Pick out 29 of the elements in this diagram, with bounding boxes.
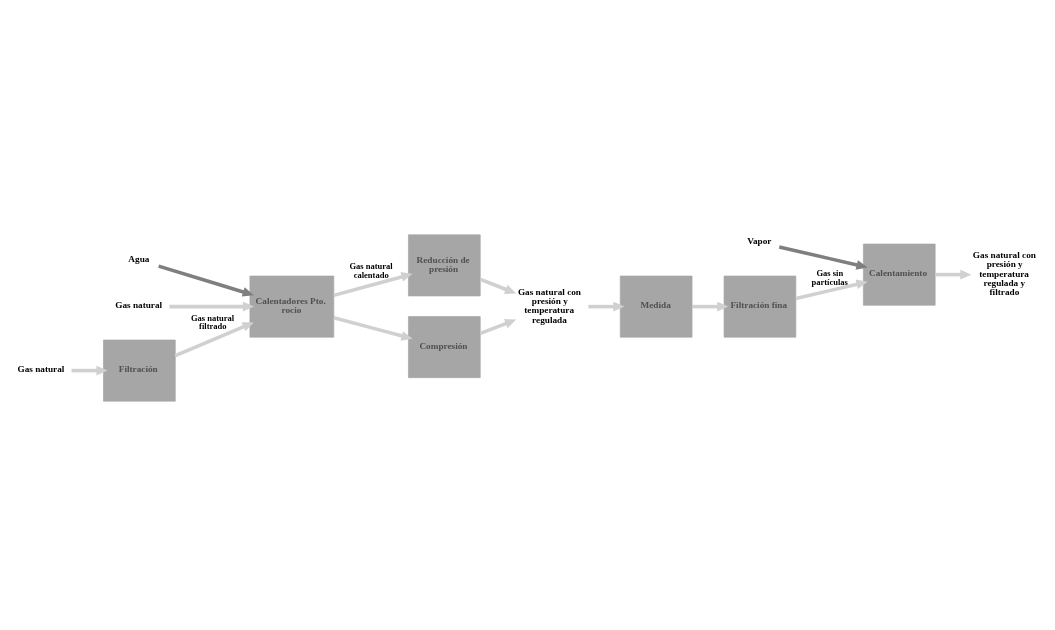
arrow bbox=[174, 321, 254, 357]
arrow bbox=[778, 244, 868, 270]
arrow bbox=[479, 277, 517, 294]
node-text: Gas natural bbox=[115, 299, 163, 310]
node-box: Medida bbox=[619, 275, 693, 338]
arrow bbox=[333, 315, 413, 341]
arrow bbox=[158, 263, 254, 297]
arrow bbox=[71, 365, 108, 375]
node-box: Filtración fina bbox=[723, 275, 797, 338]
arrow bbox=[692, 301, 729, 311]
edge-label: Gas natural filtrado bbox=[190, 312, 235, 331]
node-box: Calentadores Pto. rocio bbox=[249, 275, 335, 338]
edge-label: Gas sin partículas bbox=[811, 267, 848, 287]
node-text: Gas natural con presión y temperatura regulada y filtrado bbox=[972, 249, 1036, 297]
node-text: Agua bbox=[128, 253, 150, 264]
arrow bbox=[169, 301, 255, 311]
node-text: Vapor bbox=[747, 235, 772, 246]
arrow bbox=[795, 279, 868, 300]
arrow bbox=[333, 271, 413, 297]
node-box: Calentamiento bbox=[863, 243, 936, 306]
edge-label: Gas natural calentado bbox=[349, 260, 393, 280]
arrow bbox=[935, 269, 972, 279]
node-text: Gas natural bbox=[17, 363, 65, 374]
arrow bbox=[588, 301, 625, 311]
node-box: Compresión bbox=[408, 315, 481, 378]
node-text: Gas natural con presión y temperatura regulada bbox=[517, 286, 582, 325]
arrow bbox=[479, 318, 517, 335]
node-box: Filtración bbox=[103, 339, 176, 401]
node-box: Reducción de presión bbox=[408, 233, 481, 296]
